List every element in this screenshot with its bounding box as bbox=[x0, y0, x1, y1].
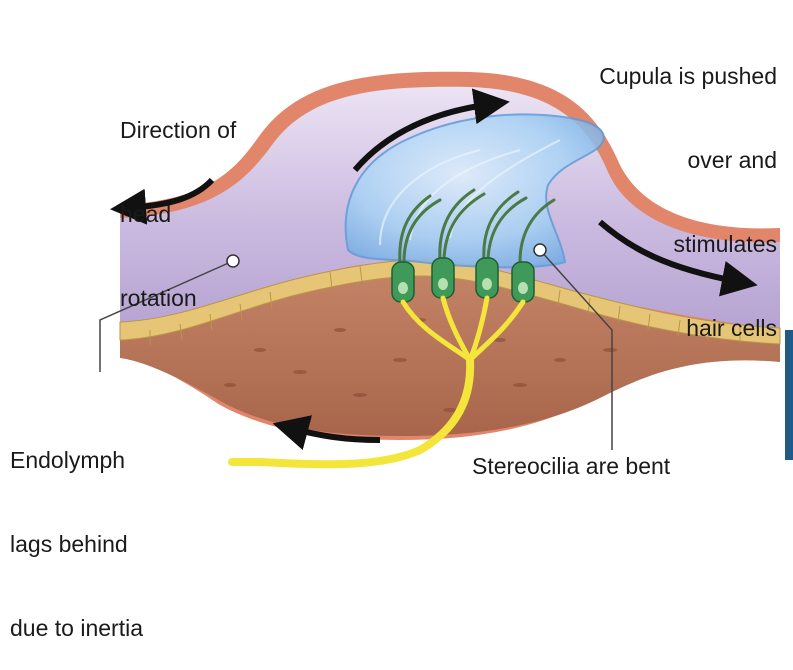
endolymph-label: Endolymph lags behind due to inertia bbox=[10, 390, 143, 670]
endolymph-line-2: lags behind bbox=[10, 530, 143, 558]
head-rotation-label: Direction of head rotation bbox=[120, 60, 236, 340]
stereocilia-label: Stereocilia are bent bbox=[472, 452, 670, 480]
cupula-line-2: over and bbox=[599, 146, 777, 174]
cupula-line-1: Cupula is pushed bbox=[599, 62, 777, 90]
cupula-label: Cupula is pushed over and stimulates hai… bbox=[599, 6, 777, 370]
edge-accent-bar bbox=[785, 330, 793, 460]
head-rotation-line-3: rotation bbox=[120, 284, 236, 312]
stereocilia-pointer-dot bbox=[534, 244, 546, 256]
head-rotation-line-2: head bbox=[120, 200, 236, 228]
endolymph-line-1: Endolymph bbox=[10, 446, 143, 474]
endolymph-line-3: due to inertia bbox=[10, 614, 143, 642]
cupula-line-4: hair cells bbox=[599, 314, 777, 342]
cupula-line-3: stimulates bbox=[599, 230, 777, 258]
head-rotation-line-1: Direction of bbox=[120, 116, 236, 144]
crista-ampullaris-diagram: Direction of head rotation Cupula is pus… bbox=[0, 0, 793, 488]
